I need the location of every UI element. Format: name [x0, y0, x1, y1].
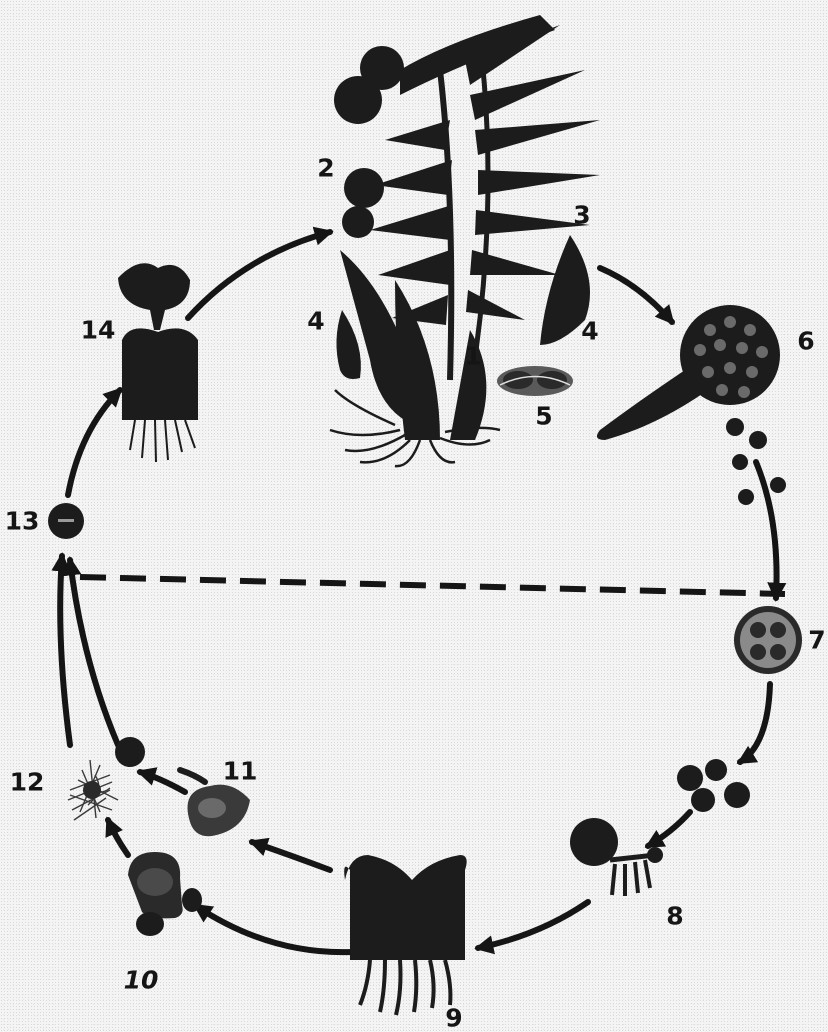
stage-label-3: 3: [573, 203, 590, 228]
arrow-9-to-10: [196, 906, 352, 952]
stage-label-4b: 4: [581, 319, 598, 344]
sperm-cell-icon: [68, 737, 145, 820]
arrow-sperm-to-13: [70, 560, 118, 745]
arrow-9-to-11: [252, 842, 330, 870]
arrow-spores-to-8: [648, 812, 690, 846]
archegonium-icon: [128, 852, 202, 936]
stage-label-10: 10: [124, 968, 159, 993]
stage-label-6: 6: [797, 329, 814, 354]
arrow-11-to-12: [140, 772, 185, 792]
young-sporophyte-icon: [118, 263, 198, 462]
arrow-7-to-spores: [740, 684, 770, 762]
fertile-pinnule-icon: [336, 310, 360, 379]
stage-label-9: 9: [445, 1006, 462, 1031]
stage-label-5: 5: [535, 404, 552, 429]
zygote-icon: [48, 503, 84, 539]
stage-label-2: 2: [317, 156, 334, 181]
stage-label-14: 14: [81, 318, 116, 343]
spore-cluster-icon: [677, 759, 750, 812]
generation-divider-line: [80, 577, 785, 594]
stage-label-11: 11: [223, 759, 258, 784]
stage-label-8: 8: [666, 904, 683, 929]
stage-label-13: 13: [5, 509, 40, 534]
arrow-13-to-14: [68, 390, 120, 495]
sorus-indusium-icon: [497, 366, 573, 396]
stage-label-1: 1: [464, 344, 481, 369]
stage-label-7: 7: [808, 628, 825, 653]
spore-tetrad-icon: [734, 606, 802, 674]
fern-sporophyte-icon: [330, 15, 600, 466]
stage-label-4a: 4: [307, 309, 324, 334]
arrow-12-to-13: [60, 556, 70, 745]
stage-label-12: 12: [10, 770, 45, 795]
sporangium-icon: [597, 305, 786, 505]
prothallus-icon: [344, 855, 466, 1015]
arrow-10-to-12: [108, 820, 128, 855]
arrow-14-to-2: [188, 232, 330, 318]
arrow-8-to-9: [478, 902, 588, 948]
germinating-spore-icon: [570, 818, 663, 896]
arrow-3-to-6: [600, 268, 672, 322]
